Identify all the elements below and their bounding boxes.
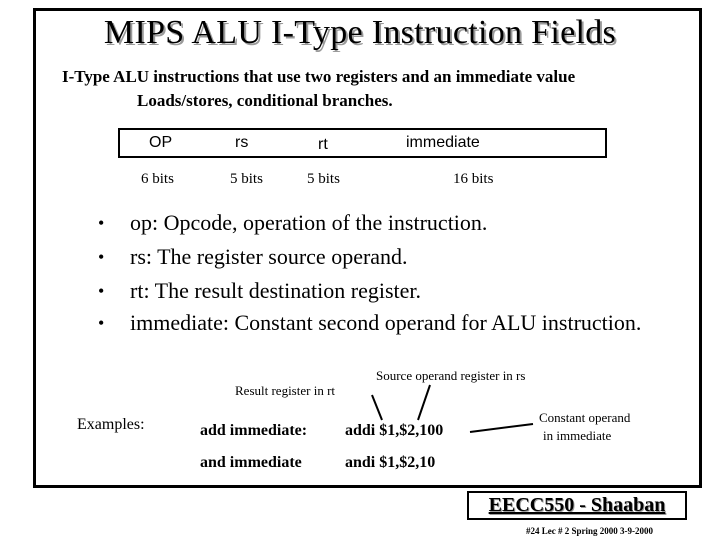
footer-meta: #24 Lec # 2 Spring 2000 3-9-2000 xyxy=(526,526,653,536)
bullet-text-rs: rs: The register source operand. xyxy=(130,244,408,269)
field-description-list: • op: Opcode, operation of the instructio… xyxy=(98,206,658,338)
field-rt-label: rt xyxy=(318,136,328,153)
footer-title: EECC550 - Shaaban xyxy=(488,494,666,516)
list-item: • rt: The result destination register. xyxy=(98,274,658,308)
intro-line-2: Loads/stores, conditional branches. xyxy=(137,91,393,110)
list-item: • op: Opcode, operation of the instructio… xyxy=(98,206,658,240)
bullet-icon: • xyxy=(98,213,105,233)
bullet-text-op: op: Opcode, operation of the instruction… xyxy=(130,210,488,235)
list-item: • immediate: Constant second operand for … xyxy=(98,308,658,338)
constant-operand-annotation: Constant operand xyxy=(539,410,631,425)
slide-frame xyxy=(33,8,702,488)
bullet-icon: • xyxy=(98,281,105,301)
example-1-name: add immediate: xyxy=(200,422,308,439)
field-op-label: OP xyxy=(149,134,173,151)
slide-title: MIPS ALU I-Type Instruction Fields xyxy=(103,14,617,51)
bullet-text-rt: rt: The result destination register. xyxy=(130,278,422,303)
example-2-code: andi $1,$2,10 xyxy=(345,454,436,471)
example-2-name: and immediate xyxy=(200,454,302,471)
field-immediate-bits: 16 bits xyxy=(453,171,494,187)
constant-operand-pointer xyxy=(469,423,534,433)
footer-box xyxy=(467,491,687,520)
list-item: • rs: The register source operand. xyxy=(98,240,658,274)
intro-line-1: I-Type ALU instructions that use two reg… xyxy=(62,67,576,86)
field-immediate-label: immediate xyxy=(406,134,480,151)
source-register-annotation: Source operand register in rs xyxy=(376,368,526,383)
bullet-icon: • xyxy=(98,313,105,333)
field-rt-bits: 5 bits xyxy=(307,171,340,187)
source-register-pointer xyxy=(417,384,431,421)
field-rs-bits: 5 bits xyxy=(230,171,263,187)
constant-operand-annotation-2: in immediate xyxy=(543,428,612,443)
result-register-pointer xyxy=(371,394,383,421)
example-1-code: addi $1,$2,100 xyxy=(345,422,444,439)
instruction-format-box xyxy=(118,128,607,158)
bullet-icon: • xyxy=(98,247,105,267)
examples-label: Examples: xyxy=(77,416,145,433)
field-op-bits: 6 bits xyxy=(141,171,174,187)
field-rs-label: rs xyxy=(235,134,249,151)
bullet-text-immediate: immediate: Constant second operand for A… xyxy=(130,310,642,335)
result-register-annotation: Result register in rt xyxy=(235,383,336,398)
